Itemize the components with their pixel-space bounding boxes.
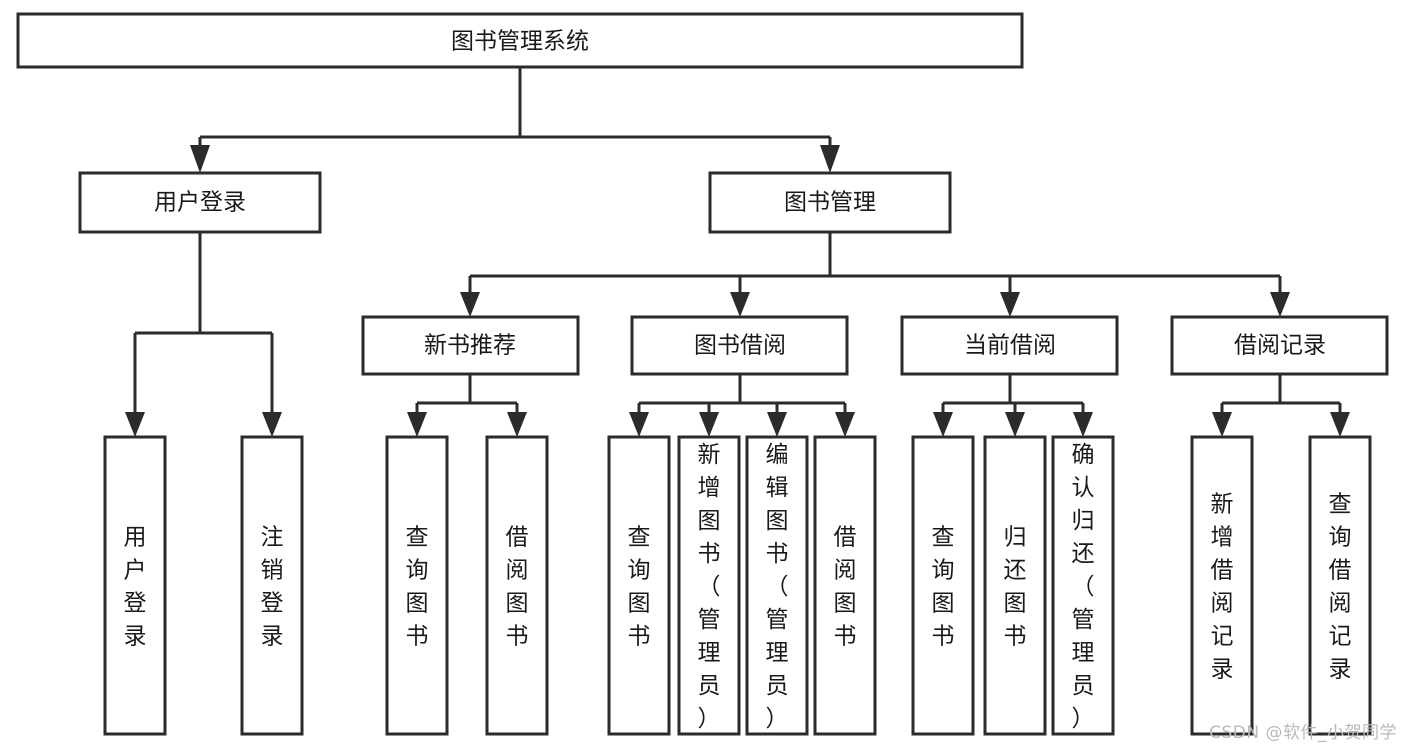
node-leaf-borrow-book-new[interactable]: 借阅图书 <box>485 435 549 736</box>
node-user-login-label: 用户登录 <box>154 190 246 216</box>
node-new-book-recommend[interactable]: 新书推荐 <box>361 315 580 376</box>
node-leaf-confirm-return-label: 确认归还（管理员） <box>1072 442 1095 732</box>
node-leaf-add-book[interactable]: 新增图书（管理员） <box>677 435 741 736</box>
node-current-borrow-box[interactable] <box>900 315 1119 376</box>
node-borrow-record-box[interactable] <box>1170 315 1389 376</box>
node-borrow-record-label: 借阅记录 <box>1234 333 1326 359</box>
arrowhead-icon <box>835 412 855 437</box>
node-leaf-borrow-book-new-box[interactable] <box>485 435 549 736</box>
node-new-book-recommend-label: 新书推荐 <box>424 333 516 359</box>
node-current-borrow[interactable]: 当前借阅 <box>900 315 1119 376</box>
node-leaf-query-book-current-label: 查询图书 <box>932 525 955 650</box>
node-leaf-borrow-book-new-label: 借阅图书 <box>506 525 529 650</box>
arrowhead-icon <box>1330 412 1350 437</box>
node-leaf-user-login-box[interactable] <box>103 435 167 736</box>
node-leaf-add-record-label: 新增借阅记录 <box>1211 492 1234 683</box>
node-leaf-edit-book-label: 编辑图书（管理员） <box>766 442 789 732</box>
node-book-borrow-label: 图书借阅 <box>694 333 786 359</box>
node-user-login[interactable]: 用户登录 <box>78 171 322 234</box>
leaf-node-layer: 用户登录 注销登录 查询图书 借阅图书 查询图书 新增图书（管理员） <box>103 435 1372 736</box>
node-root[interactable]: 图书管理系统 <box>16 12 1024 69</box>
node-leaf-return-book-box[interactable] <box>983 435 1047 736</box>
node-leaf-return-book-label: 归还图书 <box>1004 525 1027 650</box>
arrowhead-icon <box>125 412 145 437</box>
node-root-box[interactable] <box>16 12 1024 69</box>
arrowhead-icon <box>1212 412 1232 437</box>
arrowhead-icon <box>1270 292 1290 317</box>
node-leaf-query-record-box[interactable] <box>1308 435 1372 736</box>
arrowhead-icon <box>190 145 210 173</box>
arrowhead-layer <box>125 145 1350 437</box>
node-leaf-query-book-borrow-box[interactable] <box>607 435 671 736</box>
node-book-borrow-box[interactable] <box>630 315 849 376</box>
node-leaf-logout[interactable]: 注销登录 <box>240 435 304 736</box>
arrowhead-icon <box>460 292 480 317</box>
node-leaf-add-book-box[interactable] <box>677 435 741 736</box>
node-leaf-borrow-book-label: 借阅图书 <box>834 525 857 650</box>
arrowhead-icon <box>730 292 750 317</box>
node-user-login-box[interactable] <box>78 171 322 234</box>
arrowhead-icon <box>1073 412 1093 437</box>
arrowhead-icon <box>407 412 427 437</box>
node-leaf-confirm-return-box[interactable] <box>1051 435 1115 736</box>
node-leaf-query-book-new[interactable]: 查询图书 <box>385 435 449 736</box>
node-leaf-add-record-box[interactable] <box>1190 435 1254 736</box>
arrowhead-icon <box>933 412 953 437</box>
node-leaf-query-record[interactable]: 查询借阅记录 <box>1308 435 1372 736</box>
arrowhead-icon <box>699 412 719 437</box>
node-leaf-query-book-borrow-label: 查询图书 <box>628 525 651 650</box>
watermark-text: CSDN @软件_小贺同学 <box>1209 723 1397 743</box>
node-leaf-add-book-label: 新增图书（管理员） <box>698 442 721 732</box>
node-leaf-return-book[interactable]: 归还图书 <box>983 435 1047 736</box>
node-leaf-query-book-current-box[interactable] <box>911 435 975 736</box>
arrowhead-icon <box>767 412 787 437</box>
node-book-management[interactable]: 图书管理 <box>708 171 952 234</box>
node-leaf-borrow-book-box[interactable] <box>813 435 877 736</box>
node-leaf-user-login-label: 用户登录 <box>124 525 147 650</box>
arrowhead-icon <box>1000 292 1020 317</box>
arrowhead-icon <box>262 412 282 437</box>
arrowhead-icon <box>629 412 649 437</box>
node-root-label: 图书管理系统 <box>451 29 589 55</box>
node-leaf-logout-box[interactable] <box>240 435 304 736</box>
arrowhead-icon <box>507 412 527 437</box>
node-leaf-edit-book-box[interactable] <box>745 435 809 736</box>
arrowhead-icon <box>820 145 840 173</box>
node-book-management-box[interactable] <box>708 171 952 234</box>
node-leaf-borrow-book[interactable]: 借阅图书 <box>813 435 877 736</box>
node-leaf-confirm-return[interactable]: 确认归还（管理员） <box>1051 435 1115 736</box>
node-leaf-edit-book[interactable]: 编辑图书（管理员） <box>745 435 809 736</box>
node-current-borrow-label: 当前借阅 <box>964 333 1056 359</box>
node-book-management-label: 图书管理 <box>784 190 876 216</box>
node-new-book-recommend-box[interactable] <box>361 315 580 376</box>
node-leaf-query-book-borrow[interactable]: 查询图书 <box>607 435 671 736</box>
arrowhead-icon <box>1005 412 1025 437</box>
node-book-borrow[interactable]: 图书借阅 <box>630 315 849 376</box>
node-leaf-query-book-new-label: 查询图书 <box>406 525 429 650</box>
connector-layer <box>133 67 1342 412</box>
node-leaf-add-record[interactable]: 新增借阅记录 <box>1190 435 1254 736</box>
node-leaf-query-record-label: 查询借阅记录 <box>1329 492 1352 683</box>
node-leaf-query-book-new-box[interactable] <box>385 435 449 736</box>
node-leaf-logout-label: 注销登录 <box>261 525 284 650</box>
node-leaf-user-login[interactable]: 用户登录 <box>103 435 167 736</box>
node-leaf-query-book-current[interactable]: 查询图书 <box>911 435 975 736</box>
node-borrow-record[interactable]: 借阅记录 <box>1170 315 1389 376</box>
